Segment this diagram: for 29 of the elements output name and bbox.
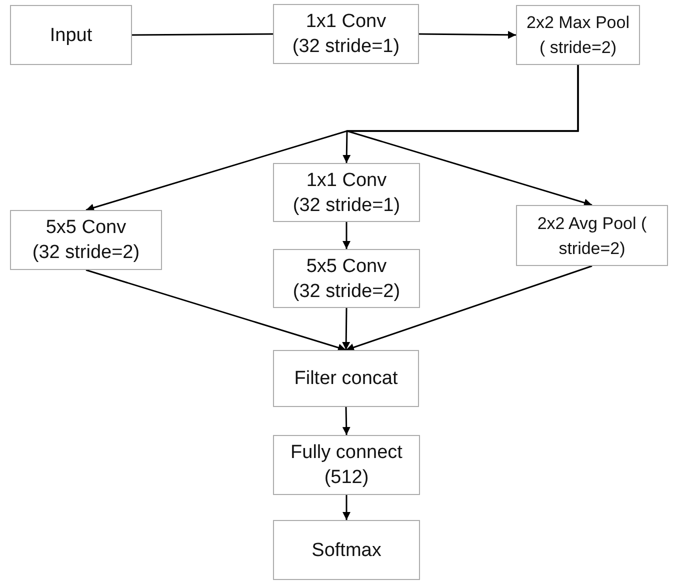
layer-box bbox=[273, 435, 420, 495]
layer-label: 1x1 Conv (32 stride=1) bbox=[292, 168, 402, 218]
layer-box bbox=[273, 4, 419, 64]
arrow bbox=[86, 269, 346, 352]
arrow bbox=[342, 308, 350, 350]
connector-line bbox=[132, 33, 273, 36]
arrow bbox=[342, 222, 350, 249]
layer-label: 2x2 Avg Pool ( stride=2) bbox=[536, 212, 648, 260]
layer-label: 5x5 Conv (32 stride=2) bbox=[31, 216, 141, 265]
layer-box bbox=[516, 205, 668, 266]
layer-box bbox=[273, 520, 420, 580]
layer-label: Filter concat bbox=[294, 367, 398, 391]
layer-box bbox=[273, 249, 420, 308]
layer-label: Fully connect (512) bbox=[290, 441, 404, 490]
layer-label: Softmax bbox=[312, 538, 382, 562]
layer-box bbox=[273, 163, 420, 222]
layer-box bbox=[10, 210, 162, 270]
arrow bbox=[346, 65, 592, 207]
arrow bbox=[342, 406, 350, 436]
layer-label: 1x1 Conv (32 stride=1) bbox=[291, 10, 401, 59]
arrow bbox=[346, 265, 592, 352]
layer-box bbox=[10, 5, 132, 65]
arrow bbox=[342, 495, 350, 520]
layer-label: 5x5 Conv (32 stride=2) bbox=[292, 254, 402, 304]
layer-box bbox=[516, 5, 640, 65]
arrow bbox=[419, 30, 516, 39]
layer-box bbox=[273, 350, 419, 407]
layer-label: Input bbox=[50, 24, 92, 48]
layer-label: 2x2 Max Pool ( stride=2) bbox=[526, 12, 630, 59]
